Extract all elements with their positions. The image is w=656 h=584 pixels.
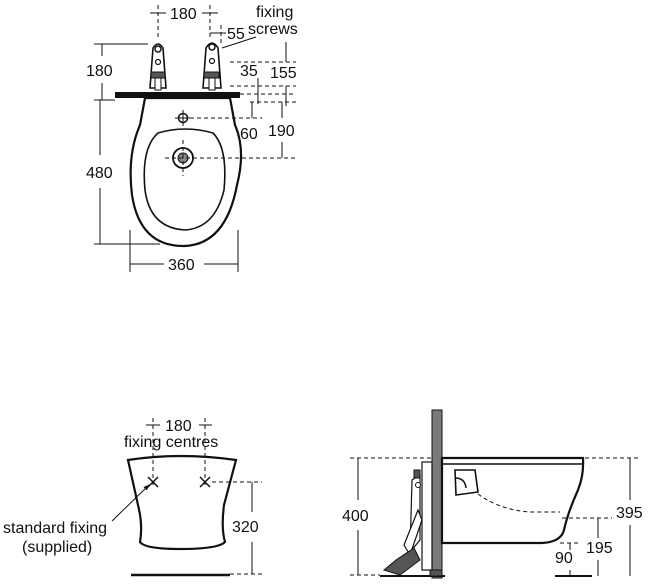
plan-bracket-left xyxy=(149,43,167,91)
plan-dim-length: 480 xyxy=(86,165,113,182)
plan-dim-190: 190 xyxy=(268,123,295,140)
side-dim-90: 90 xyxy=(555,550,573,567)
plan-dim-bracket-height: 180 xyxy=(86,63,113,80)
plan-dim-width: 360 xyxy=(168,257,195,274)
plan-dim-155: 155 xyxy=(270,65,297,82)
side-dim-195: 195 xyxy=(586,540,613,557)
plan-bracket-right xyxy=(202,42,222,91)
plan-label-fixing: fixing xyxy=(256,4,293,21)
side-outlet xyxy=(454,469,479,496)
plan-wall-plate xyxy=(115,92,240,98)
plan-bowl-outline xyxy=(129,96,243,248)
front-dim-fixing-height: 320 xyxy=(232,519,259,536)
side-wall xyxy=(431,409,443,579)
side-view: 400 395 195 90 xyxy=(342,409,643,579)
front-label-fixing-centres: fixing centres xyxy=(124,434,218,451)
plan-label-screws: screws xyxy=(248,21,298,38)
side-dim-rim-height: 395 xyxy=(616,505,643,522)
plan-dim-35: 35 xyxy=(240,63,258,80)
plan-dim-fixing-spacing: 180 xyxy=(170,6,197,23)
plan-bowl-inner xyxy=(143,128,226,231)
side-bidet-body xyxy=(440,456,585,545)
front-label-supplied: (supplied) xyxy=(22,539,92,556)
plan-dim-screw-offset: 55 xyxy=(227,26,245,43)
plan-dim-60: 60 xyxy=(240,126,258,143)
side-bowl-dashed xyxy=(477,493,560,513)
front-label-standard-fixing: standard fixing xyxy=(3,520,107,537)
front-view: 180 fixing centres standard fixing (supp… xyxy=(3,418,262,577)
front-bidet-body xyxy=(126,454,238,551)
side-mounting-frame xyxy=(382,461,443,577)
side-dim-total-height: 400 xyxy=(342,508,369,525)
front-dim-fixing-centres: 180 xyxy=(165,418,192,435)
plan-view: 180 55 fixing screws 180 35 155 60 190 xyxy=(86,4,298,274)
